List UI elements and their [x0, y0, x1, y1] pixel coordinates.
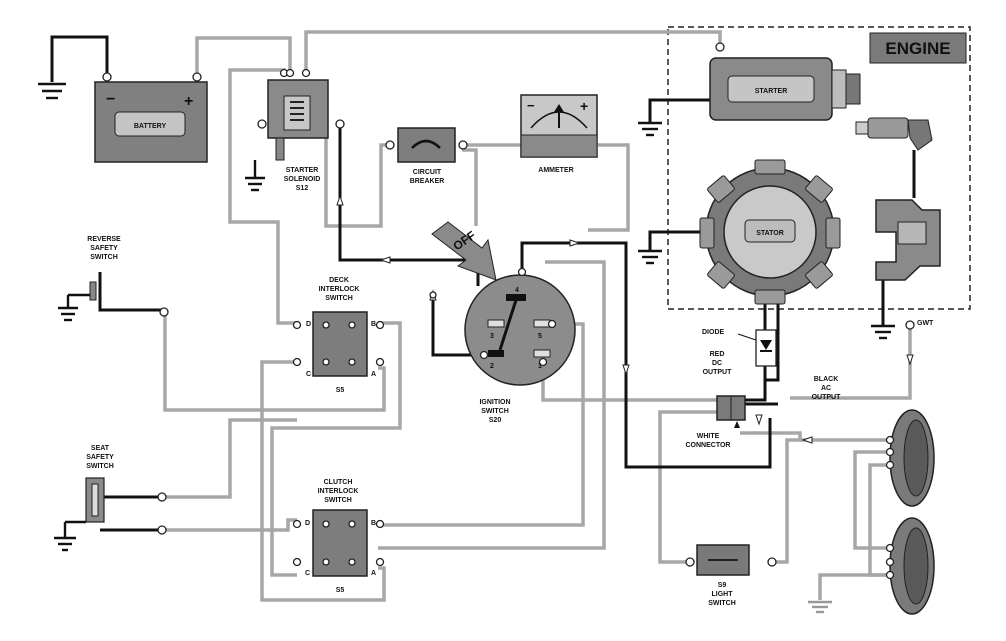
ignition-label-2: SWITCH — [481, 408, 509, 415]
deck-switch-id: S5 — [336, 387, 345, 394]
reverse-safety-switch: REVERSE SAFETY SWITCH — [68, 236, 169, 317]
spark-plug-icon — [855, 117, 933, 151]
clutch-label-1: CLUTCH — [324, 479, 353, 486]
red-dc-label-1: RED — [710, 351, 725, 358]
diode-label: DIODE — [702, 329, 725, 336]
red-dc-label-3: OUTPUT — [703, 369, 733, 376]
light-switch-label-3: SWITCH — [708, 600, 736, 607]
deck-label-2: INTERLOCK — [319, 286, 360, 293]
ignition-label-1: IGNITION — [479, 399, 510, 406]
light-switch-label-2: LIGHT — [712, 591, 734, 598]
circuit-breaker: CIRCUIT BREAKER — [385, 127, 468, 185]
ignition-pin-1: 1 — [538, 363, 542, 370]
reverse-label-2: SAFETY — [90, 245, 118, 252]
clutch-interlock-switch: CLUTCH INTERLOCK SWITCH D B C A S5 — [292, 479, 385, 594]
seat-label-2: SAFETY — [86, 454, 114, 461]
deck-pin-d: D — [306, 321, 311, 328]
ignition-switch: OFF 4 3 5 2 1 IGNITION SWITCH S20 — [431, 221, 576, 424]
clutch-pin-d: D — [305, 520, 310, 527]
wire-terminals — [429, 291, 437, 299]
gwt-label: GWT — [917, 320, 934, 327]
deck-pin-b: B — [371, 321, 376, 328]
ignition-pin-5: 5 — [538, 333, 542, 340]
solenoid-label-1: STARTER — [286, 167, 319, 174]
stator-ground-icon — [638, 249, 662, 265]
clutch-label-3: SWITCH — [324, 497, 352, 504]
deck-interlock-switch: DECK INTERLOCK SWITCH D B C A S5 — [292, 277, 385, 394]
seat-label-1: SEAT — [91, 445, 110, 452]
headlight-upper-icon — [885, 409, 935, 507]
ignition-pin-4: 4 — [515, 287, 519, 294]
ignition-label-3: S20 — [489, 417, 502, 424]
white-connector-label-1: WHITE — [697, 433, 720, 440]
solenoid-label-2: SOLENOID — [284, 176, 321, 183]
headlight-lower-icon — [885, 517, 935, 615]
gwt-ground-icon — [871, 324, 895, 340]
reverse-label-1: REVERSE — [87, 236, 121, 243]
seat-label-3: SWITCH — [86, 463, 114, 470]
solenoid-label-3: S12 — [296, 185, 309, 192]
deck-pin-c: C — [306, 371, 311, 378]
starter: STARTER — [709, 42, 861, 121]
black-ac-label-2: AC — [821, 385, 831, 392]
deck-pin-a: A — [371, 371, 376, 378]
engine-region: ENGINE — [667, 26, 971, 310]
black-ac-output: BLACK AC OUTPUT — [812, 376, 842, 401]
ammeter-plus: + — [580, 98, 588, 114]
seat-ground-icon — [54, 522, 76, 552]
red-dc-label-2: DC — [712, 360, 722, 367]
white-connector-label-2: CONNECTOR — [686, 442, 731, 449]
ignition-pin-3: 3 — [490, 333, 494, 340]
white-connector: WHITE CONNECTOR — [686, 395, 746, 449]
ammeter-label: AMMETER — [538, 167, 573, 174]
stator-label: STATOR — [756, 230, 784, 237]
clutch-label-2: INTERLOCK — [318, 488, 359, 495]
reverse-label-3: SWITCH — [90, 254, 118, 261]
engine-label: ENGINE — [885, 39, 950, 58]
breaker-label-1: CIRCUIT — [413, 169, 442, 176]
breaker-label-2: BREAKER — [410, 178, 445, 185]
red-dc-output: RED DC OUTPUT — [703, 351, 733, 376]
ignition-pin-2: 2 — [490, 363, 494, 370]
light-switch: S9 LIGHT SWITCH — [685, 544, 777, 607]
black-ac-label-3: OUTPUT — [812, 394, 842, 401]
clutch-switch-id: S5 — [336, 587, 345, 594]
diode: DIODE — [702, 329, 777, 367]
battery-ground-icon — [38, 82, 66, 100]
starter-ground-icon — [638, 121, 662, 137]
gwt-terminal: GWT — [905, 320, 934, 330]
ignition-module — [875, 199, 941, 281]
light-switch-label-1: S9 — [718, 582, 727, 589]
black-wires — [50, 35, 916, 532]
deck-label-3: SWITCH — [325, 295, 353, 302]
seat-safety-switch: SEAT SAFETY SWITCH — [65, 445, 167, 535]
solenoid-ground-icon — [245, 160, 265, 192]
battery-label: BATTERY — [134, 123, 167, 130]
clutch-pin-a: A — [371, 570, 376, 577]
stator: STATOR — [699, 159, 841, 305]
reverse-ground-icon — [58, 295, 78, 322]
clutch-pin-c: C — [305, 570, 310, 577]
battery-minus-label: − — [106, 91, 115, 108]
starter-solenoid: STARTER SOLENOID S12 — [257, 68, 345, 192]
light-ground-icon — [808, 600, 832, 614]
ammeter-minus: − — [527, 98, 535, 113]
starter-label: STARTER — [755, 88, 788, 95]
black-ac-label-1: BLACK — [814, 376, 839, 383]
gray-wires — [162, 30, 912, 602]
ammeter: − + AMMETER — [520, 94, 598, 174]
battery-plus-label: + — [184, 93, 193, 110]
clutch-pin-b: B — [371, 520, 376, 527]
ground-symbols — [38, 82, 895, 614]
battery: BATTERY − + — [94, 72, 208, 163]
deck-label-1: DECK — [329, 277, 349, 284]
